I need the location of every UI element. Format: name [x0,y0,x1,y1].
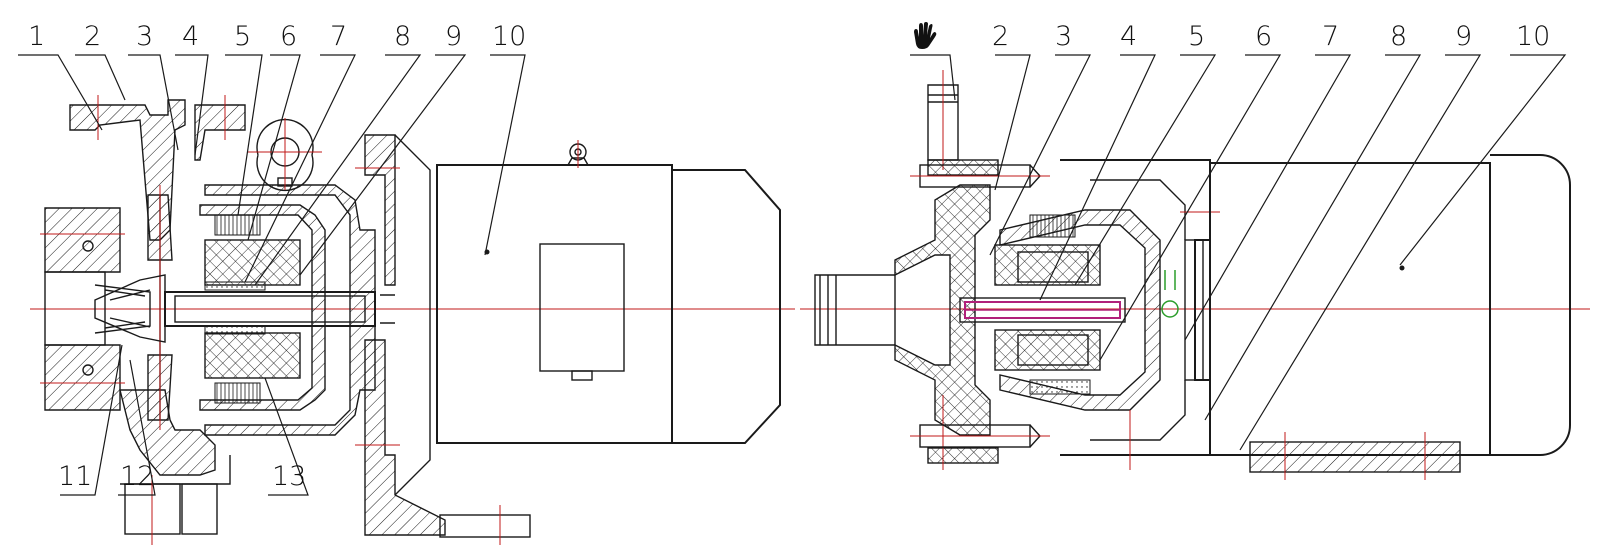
callout-right-8: 8 [1390,21,1407,52]
callout-left-4: 4 [182,21,199,52]
left-impeller [147,185,173,430]
callout-left-6: 6 [280,21,297,52]
right-callouts: 2 3 4 5 6 7 8 9 10 [914,21,1550,52]
callout-left-2: 2 [84,21,101,52]
callout-right-4: 4 [1120,21,1137,52]
callout-right-6: 6 [1255,21,1272,52]
callout-left-12: 12 [120,461,154,492]
hand-icon [914,22,937,49]
left-bracket [204,118,376,436]
left-motor [436,140,781,444]
right-pump-head [894,70,999,470]
callout-right-9: 9 [1455,21,1472,52]
callout-left-7: 7 [330,21,347,52]
callout-right-2: 2 [992,21,1009,52]
callout-left-8: 8 [394,21,411,52]
right-inlet-pipe [814,274,896,346]
left-pump-casing [69,95,246,545]
left-callouts: 1 2 3 4 5 6 7 8 9 10 11 12 13 [28,21,526,492]
callout-left-3: 3 [136,21,153,52]
callout-left-9: 9 [445,21,462,52]
callout-left-10: 10 [492,21,526,52]
callout-left-11: 11 [58,461,92,492]
callout-right-3: 3 [1055,21,1072,52]
left-isolation-sleeve [199,204,326,411]
right-shaft [959,297,1126,323]
right-magnet-assembly [994,209,1161,411]
callout-right-10: 10 [1516,21,1550,52]
right-pump-view [800,54,1590,480]
left-pump-view [18,54,795,545]
right-base [1249,432,1461,480]
left-inlet-cone [94,274,166,343]
callout-left-13: 13 [272,461,306,492]
right-marker [1161,270,1179,318]
callout-right-5: 5 [1188,21,1205,52]
left-motor-flange [355,134,531,545]
callout-left-1: 1 [28,21,45,52]
right-leaders [910,54,1567,451]
callout-left-5: 5 [234,21,251,52]
left-leaders [18,54,526,496]
callout-right-7: 7 [1322,21,1339,52]
